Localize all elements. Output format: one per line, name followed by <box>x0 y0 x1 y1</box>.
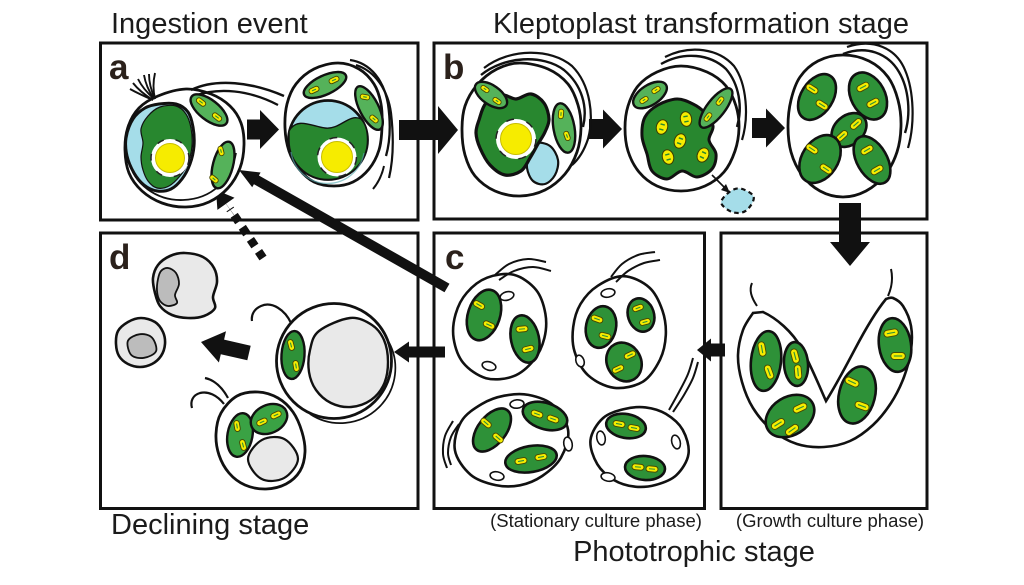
svg-text:Kleptoplast transformation sta: Kleptoplast transformation stage <box>493 8 909 40</box>
svg-text:Phototrophic stage: Phototrophic stage <box>573 536 815 568</box>
svg-text:(Growth culture phase): (Growth culture phase) <box>736 510 924 531</box>
svg-text:(Stationary culture phase): (Stationary culture phase) <box>490 510 702 531</box>
svg-text:c: c <box>445 238 464 277</box>
svg-text:Declining stage: Declining stage <box>111 509 309 541</box>
svg-text:b: b <box>443 48 464 87</box>
svg-text:d: d <box>109 238 130 277</box>
svg-text:Ingestion event: Ingestion event <box>111 8 308 40</box>
svg-text:a: a <box>109 48 129 87</box>
